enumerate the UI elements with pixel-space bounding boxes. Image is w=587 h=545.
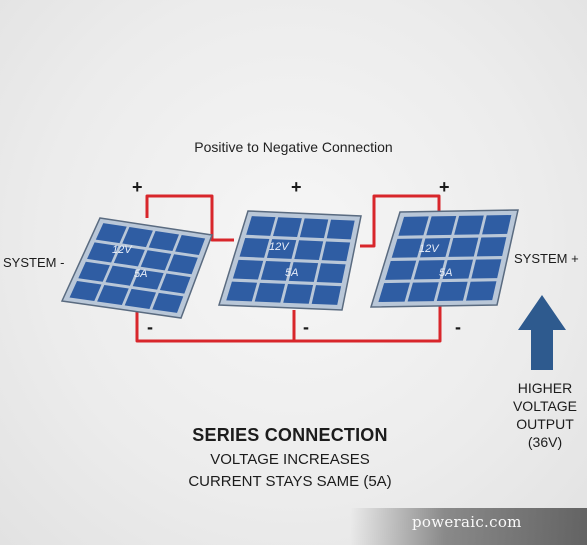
solar-cell [476,237,507,257]
solar-cell [391,238,423,258]
caption-title: SERIES CONNECTION [192,425,388,445]
solar-cell [482,215,512,235]
output-line-4: (36V) [527,434,563,450]
panel-current-label: 5A [134,268,147,280]
system-positive-label: SYSTEM + [514,251,579,266]
panel3-negative-sign: - [455,317,461,337]
solar-cell [159,273,191,294]
solar-cell [152,292,184,313]
solar-cell [413,260,445,280]
solar-cell [436,281,468,302]
solar-cell [266,239,297,259]
solar-cell [385,260,417,280]
panel-voltage-label: 12V [112,244,133,256]
solar-cell [167,254,198,275]
solar-cell [294,240,324,261]
solar-cell [113,246,145,267]
output-line-3: OUTPUT [516,416,574,432]
solar-cell [288,262,319,282]
solar-cell [246,216,276,236]
panel2-negative-sign: - [303,317,309,337]
solar-cell [326,219,355,240]
output-line-2: VOLTAGE [512,398,578,414]
solar-panel-3: 12V 5A [369,209,519,308]
solar-cell [454,215,484,235]
solar-cell [471,259,502,279]
solar-cell [311,285,342,305]
solar-panel-2: 12V 5A [217,210,362,311]
wire-panel2-to-panel3 [360,194,441,248]
panel1-positive-sign: + [132,177,143,197]
solar-cell [273,217,302,238]
wire-bottom-return [135,302,442,343]
solar-cell [466,281,497,301]
caption-current-line: CURRENT STAYS SAME (5A) [188,473,392,490]
solar-cell [426,215,457,236]
output-line-1: HIGHER [517,380,573,396]
solar-cell [420,238,451,258]
solar-cell [254,282,286,303]
solar-cell [105,265,137,286]
panel-current-label: 5A [285,267,298,279]
caption-voltage-line: VOLTAGE INCREASES [210,451,370,468]
solar-cell [407,282,439,302]
connection-heading: Positive to Negative Connection [194,139,393,155]
solar-cell [448,237,479,257]
solar-cell [226,281,258,302]
solar-cell [140,250,172,271]
panel-current-label: 5A [439,267,452,279]
output-label: HIGHER VOLTAGE OUTPUT (36V) [495,379,587,451]
solar-cell [69,280,102,302]
solar-cell [132,269,164,290]
watermark-band [350,508,587,545]
solar-cell [299,218,329,239]
solar-cell [175,234,206,256]
panel-voltage-label: 12V [419,243,440,255]
panel3-positive-sign: + [439,177,450,197]
solar-cell [316,263,346,284]
solar-cell [321,241,351,262]
solar-cell [398,216,429,236]
wire-panel1-to-panel2 [145,194,234,242]
solar-cell [239,237,270,258]
solar-cell [122,227,153,248]
solar-cell [148,231,179,252]
solar-cell [95,223,127,244]
solar-cell [78,261,110,282]
solar-cell [442,259,474,279]
watermark: poweraic.com [412,513,522,531]
solar-cell [124,288,157,309]
solar-cell [378,282,410,302]
up-arrow-icon [518,295,566,370]
system-negative-label: SYSTEM - [3,255,65,270]
panel1-negative-sign: - [147,317,153,337]
solar-cell [97,284,129,305]
panel-voltage-label: 12V [269,241,290,253]
solar-cell [283,283,314,304]
solar-cell [232,259,264,280]
wiring [135,194,442,343]
panel2-positive-sign: + [291,177,302,197]
solar-cell [260,260,291,281]
solar-cell [87,242,119,263]
